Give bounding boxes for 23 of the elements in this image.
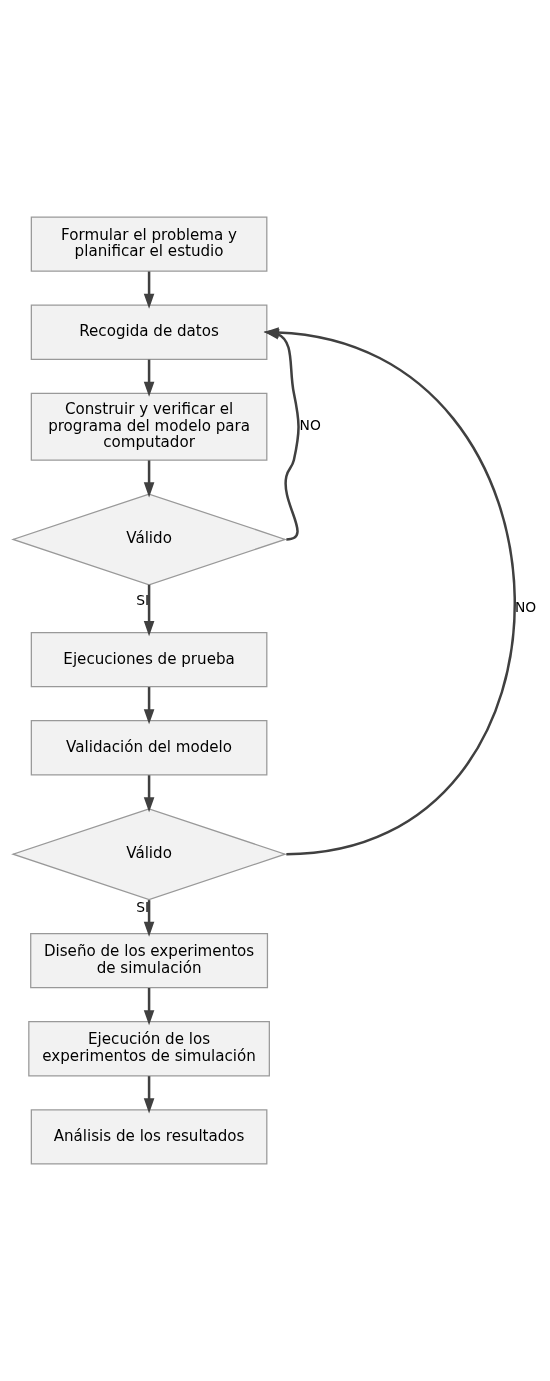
arrow: [143, 584, 155, 637]
node-box: Validación del modelo: [30, 720, 268, 776]
node-box: Formular el problema y planificar el estudio: [30, 216, 268, 272]
node-box: Diseño de los experimentos de simulación: [30, 932, 269, 989]
node-box: Recogida de datos: [30, 304, 268, 360]
arrow: [143, 988, 155, 1026]
arrow: [143, 460, 155, 498]
arrow: [143, 687, 155, 725]
arrow: [143, 359, 155, 397]
arrow: [143, 271, 155, 309]
node-box: Análisis de los resultados: [30, 1109, 268, 1165]
edge-label: SI: [136, 899, 150, 916]
node-box: Construir y verificar el programa del modelo para computador: [30, 392, 268, 461]
node-diamond: Válido: [11, 493, 288, 586]
arrow: [143, 900, 155, 937]
edge-label: NO: [299, 417, 321, 434]
arrow: [143, 1076, 155, 1114]
arrow: [143, 775, 155, 813]
node-box: Ejecución de los experimentos de simulación: [28, 1021, 270, 1077]
node-box: Ejecuciones de prueba: [30, 631, 268, 688]
edge-label: SI: [136, 591, 150, 608]
edge-label: NO: [514, 599, 537, 616]
node-diamond: Válido: [11, 808, 288, 901]
